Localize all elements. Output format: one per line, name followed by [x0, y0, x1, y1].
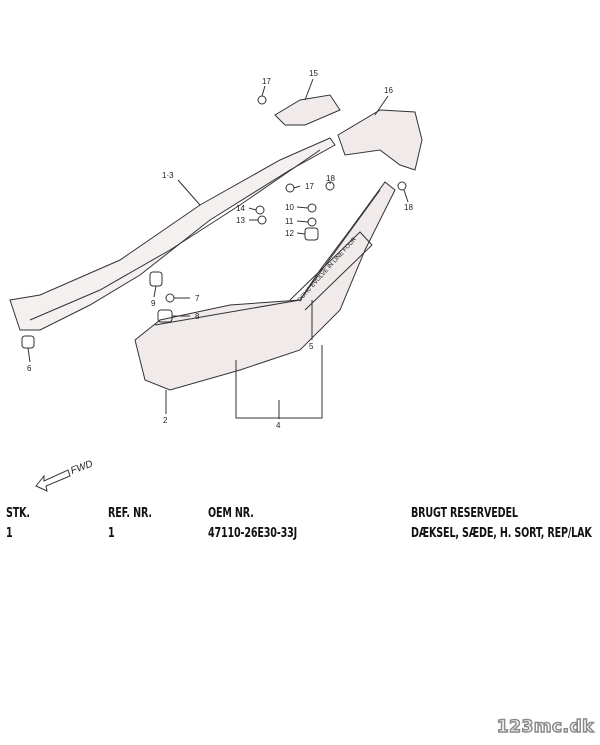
- callout-12: 12: [285, 229, 294, 238]
- cell-oem: 47110-26E30-33J: [208, 526, 298, 541]
- callout-18a: 18: [326, 174, 335, 183]
- table-row: 1 1 47110-26E30-33J DÆKSEL, SÆDE, H. SOR…: [0, 526, 600, 546]
- callout-14: 14: [236, 204, 245, 213]
- callout-2: 2: [163, 416, 168, 425]
- header-ref: REF. NR.: [108, 506, 152, 521]
- callout-7: 7: [195, 294, 200, 303]
- frame-cover-part: [9, 137, 336, 331]
- fwd-label: FWD: [69, 459, 94, 477]
- parts-table: STK. REF. NR. OEM NR. BRUGT RESERVEDEL 1…: [0, 506, 600, 546]
- callout-8: 8: [195, 312, 200, 321]
- header-qty: STK.: [6, 506, 30, 521]
- callout-16: 16: [384, 86, 393, 95]
- header-part: BRUGT RESERVEDEL: [411, 506, 518, 521]
- cell-ref: 1: [108, 526, 115, 541]
- header-oem: OEM NR.: [208, 506, 254, 521]
- callout-1-3: 1·3: [162, 171, 174, 180]
- watermark-logo: 123mc.dk: [496, 716, 594, 738]
- table-header: STK. REF. NR. OEM NR. BRUGT RESERVEDEL: [0, 506, 600, 526]
- callout-4: 4: [276, 421, 281, 430]
- callout-17a: 17: [262, 77, 271, 86]
- parts-diagram: 17 15 16 1·3 17 18 14 13 10 11 12 18 9 7…: [9, 69, 423, 492]
- callout-11: 11: [285, 217, 294, 226]
- fwd-arrow-icon: [35, 469, 71, 492]
- callout-5: 5: [309, 342, 314, 351]
- callout-6: 6: [27, 364, 32, 373]
- callout-13: 13: [236, 216, 245, 225]
- tail-cover-part: [134, 181, 396, 391]
- callout-10: 10: [285, 203, 294, 212]
- grab-rail-part: [337, 109, 423, 171]
- cell-part: DÆKSEL, SÆDE, H. SORT, REP/LAK: [411, 526, 592, 541]
- cap-part: [274, 94, 341, 126]
- cell-qty: 1: [6, 526, 13, 541]
- callout-9: 9: [151, 299, 156, 308]
- callout-15: 15: [309, 69, 318, 78]
- callout-17b: 17: [305, 182, 314, 191]
- callout-18b: 18: [404, 203, 413, 212]
